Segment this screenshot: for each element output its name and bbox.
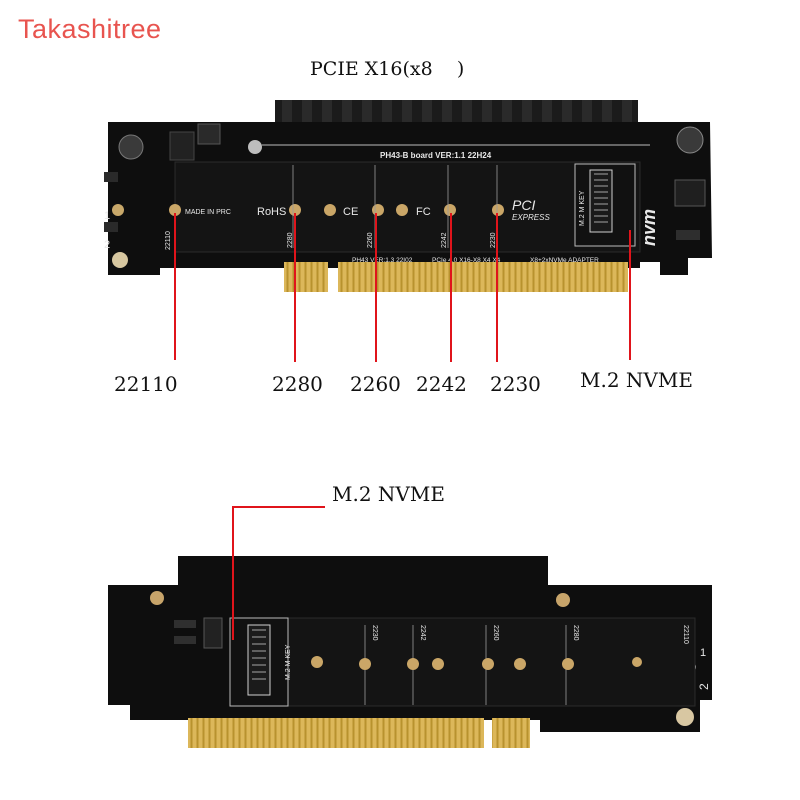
top-adapter-desc: PCIe 4.0 X16-X8 X4 X4: [432, 257, 501, 264]
bottom-num-2: 2: [697, 683, 711, 690]
callout-nvme-top: M.2 NVME: [580, 368, 693, 392]
callout-22110: 22110: [114, 372, 178, 396]
top-nvm-silk: nvm: [639, 209, 659, 246]
bottom-num-1: 1: [700, 647, 706, 659]
callout-nvme-bottom: M.2 NVME: [332, 482, 445, 506]
top-board: PH43-B board VER:1.1 22H24 1 2 MADE IN P…: [104, 100, 712, 292]
bottom-silk-2230: 2230: [371, 625, 378, 641]
bottom-m2key-silk: M.2 M KEY: [285, 644, 292, 680]
top-m2key-silk: M.2 M KEY: [579, 190, 586, 226]
top-silk-2242: 2242: [441, 232, 448, 248]
top-express: EXPRESS: [512, 213, 550, 222]
top-leader-lines: [174, 213, 631, 362]
bottom-silk-2280: 2280: [572, 625, 579, 641]
callout-2242: 2242: [416, 372, 467, 396]
top-pci: PCI: [512, 197, 535, 213]
top-board-name: PH43-B board VER:1.1 22H24: [380, 151, 492, 160]
top-rohs: RoHS: [257, 206, 286, 218]
top-num-2: 2: [104, 239, 110, 251]
top-num-1: 1: [104, 210, 110, 222]
top-adapter-desc2: X8+2xNVMe ADAPTER: [530, 257, 599, 264]
top-silk-2260: 2260: [367, 232, 374, 248]
watermark-text: Takashitree: [18, 14, 162, 44]
bottom-gold-fingers-a: [188, 718, 484, 748]
top-silk-22110: 22110: [165, 231, 172, 250]
top-silk-2230: 2230: [490, 232, 497, 248]
bottom-standoff-holes: [311, 656, 642, 670]
top-gold-fingers-a: [284, 262, 328, 292]
callout-2260: 2260: [350, 372, 401, 396]
top-title: PCIE X16(x8 ): [310, 58, 465, 80]
top-fc: FC: [416, 206, 431, 218]
bottom-silk-22110: 22110: [682, 625, 689, 644]
bottom-silk-2242: 2242: [419, 625, 426, 641]
top-silk-2280: 2280: [287, 232, 294, 248]
callout-2280: 2280: [272, 372, 323, 396]
bottom-board: M.2 M KEY 2230 2242 2260 2280 22110 1: [108, 556, 712, 748]
bottom-silk-2260: 2260: [492, 625, 499, 641]
bottom-leader-line: [232, 506, 325, 640]
top-made-in: MADE IN PRC: [185, 209, 231, 216]
top-gold-fingers-b: [338, 262, 628, 292]
top-adapter-ver: PH43 VER:1.3 22I02: [352, 257, 413, 264]
callout-2230: 2230: [490, 372, 541, 396]
bottom-gold-fingers-b: [492, 718, 530, 748]
top-ce: CE: [343, 206, 358, 218]
